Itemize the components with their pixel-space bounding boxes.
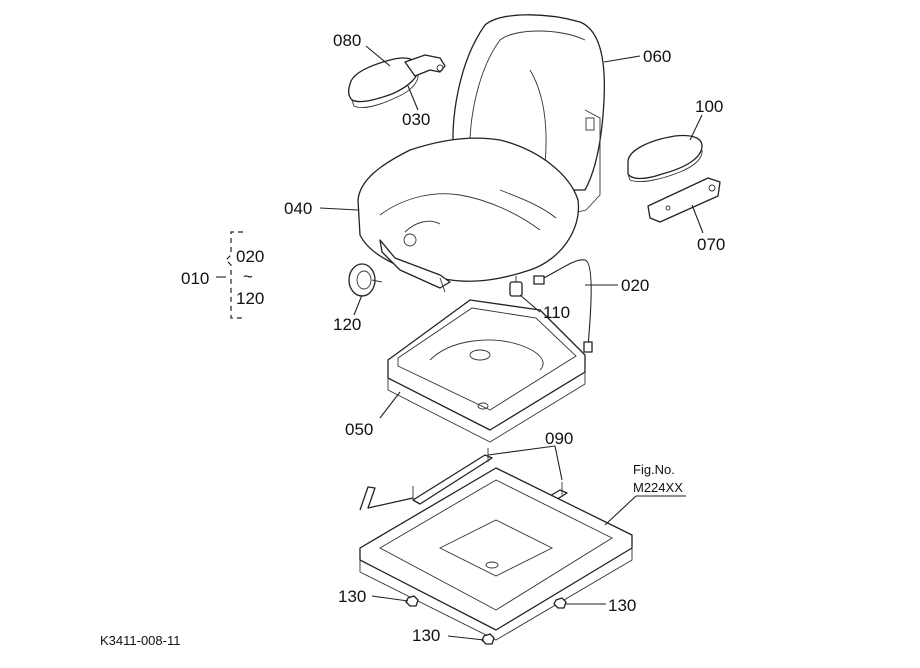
armrest-right-100 <box>627 134 703 183</box>
drawing-id: K3411-008-11 <box>100 633 180 648</box>
range-bracket-010 <box>225 231 243 319</box>
seat-pan-050 <box>387 299 586 443</box>
label-range-start: 020 <box>236 247 264 266</box>
label-020: 020 <box>621 276 649 295</box>
label-050: 050 <box>345 420 373 439</box>
nut-130-right <box>553 597 567 609</box>
wire-harness-020 <box>533 259 593 353</box>
label-130-right: 130 <box>608 596 636 615</box>
label-130-bottom: 130 <box>412 626 440 645</box>
label-070: 070 <box>697 235 725 254</box>
seat-switch-110 <box>509 276 523 297</box>
figure-number-value: M224XX <box>633 480 683 495</box>
figure-number-label: Fig.No. <box>633 462 675 477</box>
nut-130-bottom <box>481 633 495 645</box>
label-110: 110 <box>543 303 570 322</box>
label-130-left: 130 <box>338 587 366 606</box>
label-010: 010 <box>181 269 209 288</box>
leader-lines <box>216 45 704 641</box>
label-range-tilde: ~ <box>243 267 253 286</box>
seat-cushion-040 <box>357 137 580 293</box>
adjust-knob-120 <box>348 263 383 297</box>
base-frame-plate <box>359 467 633 641</box>
label-060: 060 <box>643 47 671 66</box>
label-100: 100 <box>695 97 723 116</box>
label-080: 080 <box>333 31 361 50</box>
armrest-bracket-030 <box>404 54 446 77</box>
label-range-end: 120 <box>236 289 264 308</box>
label-040: 040 <box>284 199 312 218</box>
nut-130-left <box>405 595 419 607</box>
label-030: 030 <box>402 110 430 129</box>
label-120: 120 <box>333 315 361 334</box>
label-090: 090 <box>545 429 573 448</box>
armrest-bracket-070 <box>647 177 721 223</box>
